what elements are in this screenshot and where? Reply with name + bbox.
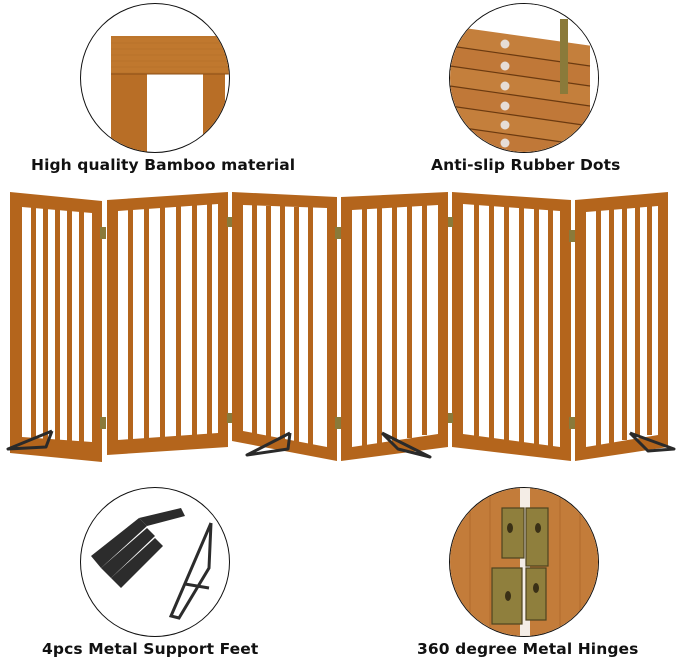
caption-hinges: 360 degree Metal Hinges — [417, 640, 639, 658]
hinges-detail-inset — [449, 487, 599, 637]
caption-rubber-dots: Anti-slip Rubber Dots — [431, 156, 621, 174]
folding-gate-image — [6, 192, 676, 462]
support-foot-icon — [6, 429, 676, 459]
rubber-dots-detail-inset — [449, 3, 599, 153]
metal-hinge-image — [450, 488, 598, 636]
caption-support-feet: 4pcs Metal Support Feet — [42, 640, 259, 658]
gate-panel-5 — [452, 192, 571, 461]
rubber-dot-icon — [500, 39, 510, 148]
caption-bamboo: High quality Bamboo material — [31, 156, 296, 174]
support-foot-icon — [168, 522, 213, 620]
gate-panel-1 — [10, 192, 102, 462]
stacked-panels-image — [450, 4, 598, 152]
hinge-icon — [491, 507, 549, 625]
gate-panel-2 — [107, 192, 228, 455]
metal-feet-image — [91, 508, 213, 620]
gate-panel-3 — [232, 192, 337, 461]
hinge-icon — [560, 19, 568, 94]
bamboo-detail-inset — [80, 3, 230, 153]
support-feet-detail-inset — [80, 487, 230, 637]
bamboo-corner-image — [111, 36, 229, 152]
hinge-icon — [100, 217, 575, 429]
gate-panel-6 — [575, 192, 668, 461]
gate-panel-4 — [341, 192, 448, 461]
